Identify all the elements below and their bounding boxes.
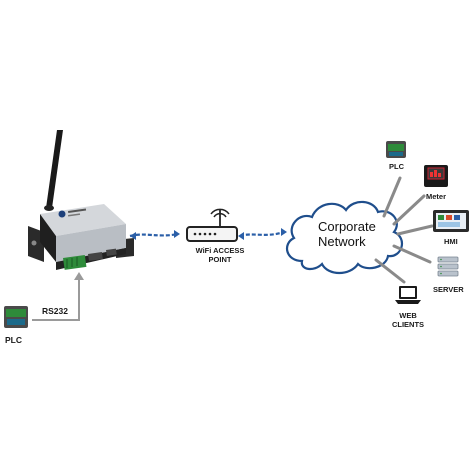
access-point-label: WiFi ACCESS POINT (184, 246, 256, 264)
cloud-label-line2: Network (318, 233, 366, 249)
local-plc-icon (4, 306, 28, 328)
access-point-label-line2: POINT (208, 254, 232, 264)
power-meter-icon (424, 165, 448, 187)
local-plc-label: PLC (5, 335, 22, 345)
server-icon (437, 256, 459, 277)
server-label: SERVER (433, 285, 464, 294)
web-clients-label-line2: CLIENTS (391, 319, 425, 329)
access-point-label-line1: WiFi ACCESS (195, 246, 245, 255)
network-fan-lines (374, 176, 434, 284)
network-plc-icon (386, 141, 406, 158)
gateway-to-ap-link (129, 230, 180, 240)
laptop-icon (395, 286, 421, 304)
web-clients-label: WEB CLIENTS (388, 311, 428, 329)
cloud-label: Corporate Network (318, 219, 376, 250)
wifi-router-icon (186, 208, 238, 242)
hmi-panel-icon (433, 210, 469, 232)
cloud-label-line1: Corporate (318, 219, 376, 234)
meter-label: Meter (426, 192, 447, 201)
web-clients-label-line1: WEB (399, 311, 417, 320)
cloud-icon (285, 200, 404, 275)
hmi-label: HMI (444, 237, 458, 246)
network-plc-label: PLC (389, 162, 404, 171)
ap-to-cloud-link (238, 228, 287, 240)
rs232-label: RS232 (42, 306, 68, 316)
industrial-wifi-gateway-icon (28, 130, 134, 270)
rs232-link (32, 272, 84, 321)
